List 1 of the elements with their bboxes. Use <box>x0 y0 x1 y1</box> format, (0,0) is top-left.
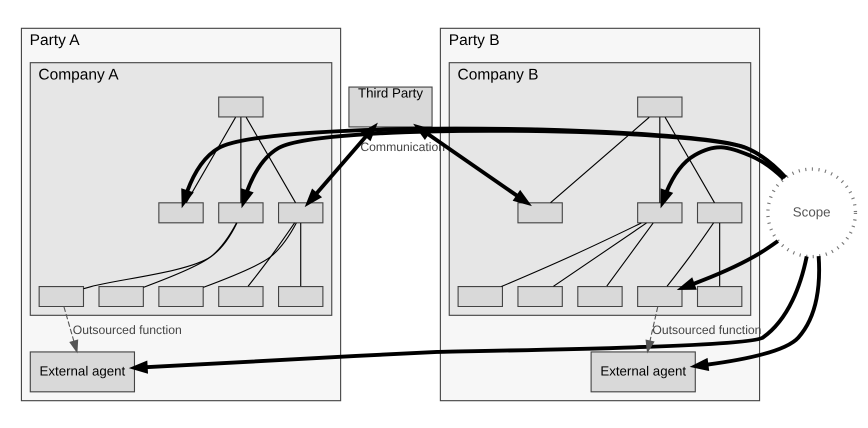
edge-label: Outsourced function <box>72 322 182 336</box>
